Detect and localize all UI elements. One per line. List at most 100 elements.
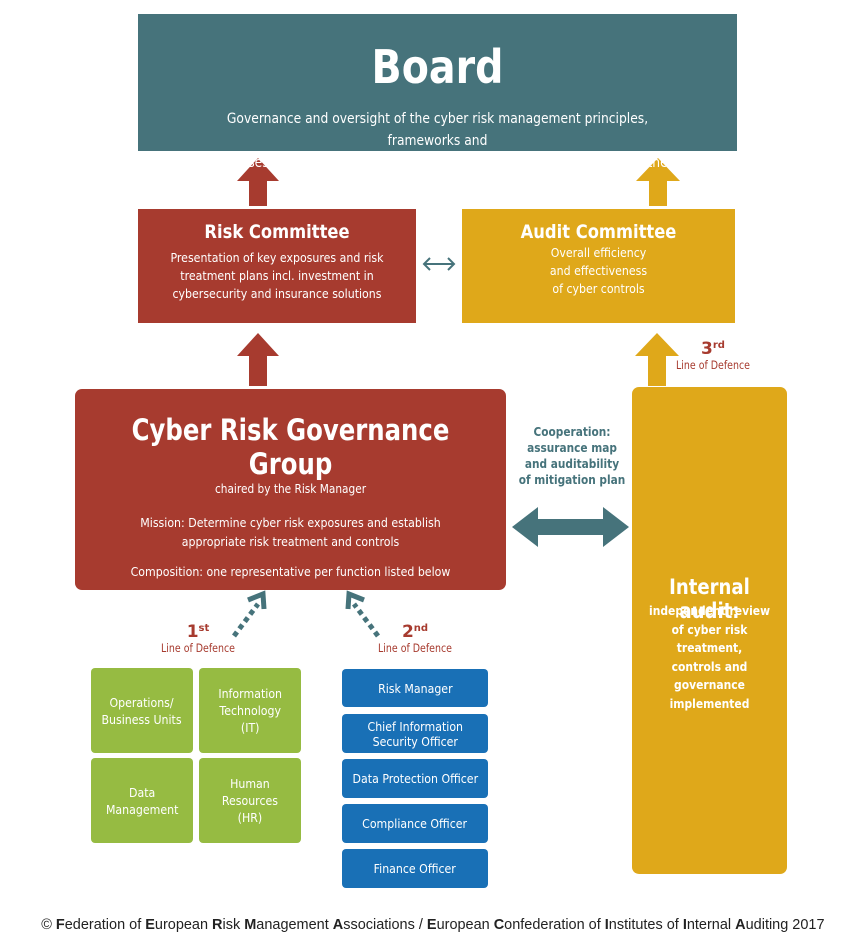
lod-number: 2 — [401, 622, 414, 642]
function-line: (HR) — [237, 810, 263, 825]
function-line: Resources — [221, 793, 279, 808]
footer-initial: E — [144, 916, 155, 933]
lod-ordinal: st — [198, 623, 210, 634]
third-line-of-defence-label: 3rd Line of Defence — [665, 337, 761, 372]
function-operations-business-units: Operations/ Business Units — [91, 668, 193, 753]
risk-committee-desc-line: treatment plans incl. investment in — [180, 268, 374, 283]
footer-text: nternal — [686, 916, 735, 933]
internal-audit-title: Internal audit: — [669, 575, 750, 623]
board-box: Board Governance and oversight of the cy… — [138, 14, 737, 193]
function-line: Compliance Officer — [362, 816, 468, 831]
footer-year: 2017 — [791, 916, 825, 933]
crgg-mission: Mission: Determine cyber risk exposures … — [101, 513, 480, 551]
internal-audit-desc-line: of cyber risk treatment, — [671, 621, 748, 656]
lod-ordinal: rd — [712, 340, 725, 351]
copyright-symbol: © — [40, 916, 52, 933]
function-data-protection-officer: Data Protection Officer — [342, 759, 488, 798]
internal-audit-desc-line: controls and — [671, 658, 748, 674]
footer-initial: M — [243, 916, 256, 933]
board-desc-line: Governance and oversight of the cyber ri… — [226, 111, 649, 149]
footer-initial: E — [426, 916, 437, 933]
internal-audit-desc-line: independent review — [649, 603, 770, 618]
footer-text: uropean — [154, 916, 212, 933]
lod-number: 3 — [701, 339, 713, 359]
function-line: Operations/ — [109, 694, 175, 710]
lod-text: Line of Defence — [676, 358, 750, 372]
footer-text: ssociations / — [342, 916, 427, 933]
audit-committee-title: Audit Committee — [520, 221, 677, 243]
board-description: Governance and oversight of the cyber ri… — [192, 108, 684, 196]
cooperation-line: of mitigation plan — [518, 473, 626, 487]
function-line: Data — [128, 784, 156, 800]
function-line: (IT) — [240, 720, 260, 735]
cooperation-line: Cooperation: — [533, 425, 611, 439]
function-line: Finance Officer — [373, 861, 457, 876]
function-line: Technology — [219, 703, 281, 718]
function-compliance-officer: Compliance Officer — [342, 804, 488, 843]
footer-text: anagement — [255, 916, 333, 933]
function-data-management: Data Management — [91, 758, 193, 843]
cyber-risk-governance-group-box: Cyber Risk Governance Group chaired by t… — [75, 389, 506, 590]
copyright-footer: © Federation of European Risk Management… — [0, 915, 865, 935]
crgg-composition: Composition: one representative per func… — [130, 564, 451, 579]
footer-text: uropean — [436, 916, 494, 933]
lod-text: Line of Defence — [161, 641, 235, 655]
risk-committee-desc-line: cybersecurity and insurance solutions — [172, 286, 382, 301]
risk-committee-box: Risk Committee Presentation of key expos… — [138, 209, 416, 323]
footer-initial: R — [211, 916, 223, 933]
internal-audit-box: Internal audit: independent review of cy… — [632, 387, 787, 874]
internal-audit-desc-line: governance — [674, 677, 745, 692]
function-risk-manager: Risk Manager — [342, 669, 488, 707]
dotted-arrow-second-line — [345, 590, 380, 638]
risk-committee-title: Risk Committee — [204, 221, 350, 243]
function-line: Chief Information — [367, 718, 463, 734]
footer-initial: C — [493, 916, 504, 933]
internal-audit-description: independent review of cyber risk treatme… — [646, 602, 772, 713]
audit-committee-box: Audit Committee Overall efficiency and e… — [462, 209, 735, 323]
risk-committee-description: Presentation of key exposures and risk t… — [155, 249, 400, 303]
function-chief-information-security-officer: Chief Information Security Officer — [342, 714, 488, 753]
cooperation-line: assurance map — [527, 441, 617, 455]
cooperation-line: and auditability — [524, 457, 620, 471]
double-arrow-committees — [422, 257, 456, 271]
footer-initial: I — [682, 916, 687, 933]
audit-committee-description: Overall efficiency and effectiveness of … — [478, 244, 718, 298]
arrow-risk-to-board — [237, 158, 279, 206]
dotted-arrow-first-line — [232, 590, 267, 638]
footer-initial: A — [332, 916, 343, 933]
function-line: Data Protection Officer — [352, 771, 478, 786]
audit-committee-desc-line: of cyber controls — [552, 281, 645, 296]
lod-text: Line of Defence — [378, 641, 452, 655]
board-desc-line: processes according to the organisation … — [207, 155, 668, 193]
function-line: Human — [230, 776, 270, 791]
function-information-technology: Information Technology (IT) — [199, 668, 301, 753]
function-finance-officer: Finance Officer — [342, 849, 488, 888]
function-line: Management — [105, 801, 179, 817]
arrow-internal-to-audit — [635, 333, 679, 386]
footer-text: onfederation of — [503, 916, 605, 933]
crgg-mission-line: appropriate risk treatment and controls — [181, 534, 400, 549]
function-line: Risk Manager — [377, 680, 453, 696]
double-arrow-cooperation — [512, 507, 629, 547]
crgg-subtitle: chaired by the Risk Manager — [214, 482, 367, 496]
function-line: Business Units — [101, 711, 183, 727]
footer-text: isk — [222, 916, 244, 933]
footer-text: nstitutes of — [608, 916, 683, 933]
audit-committee-desc-line: Overall efficiency — [550, 245, 647, 260]
cooperation-label: Cooperation: assurance map and auditabil… — [517, 424, 626, 488]
lod-ordinal: nd — [413, 623, 429, 634]
audit-committee-desc-line: and effectiveness — [549, 263, 648, 278]
crgg-title: Cyber Risk Governance Group — [131, 413, 450, 481]
function-human-resources: Human Resources (HR) — [199, 758, 301, 843]
function-line: Security Officer — [372, 733, 458, 749]
risk-committee-desc-line: Presentation of key exposures and risk — [170, 250, 384, 265]
footer-initial: I — [604, 916, 609, 933]
function-line: Information — [218, 686, 282, 701]
crgg-mission-line: Mission: Determine cyber risk exposures … — [140, 515, 441, 530]
arrow-crgg-to-risk — [237, 333, 279, 386]
footer-text: ederation of — [64, 916, 145, 933]
footer-text: uditing — [745, 916, 788, 933]
footer-initial: A — [734, 916, 746, 933]
lod-number: 1 — [186, 622, 199, 642]
